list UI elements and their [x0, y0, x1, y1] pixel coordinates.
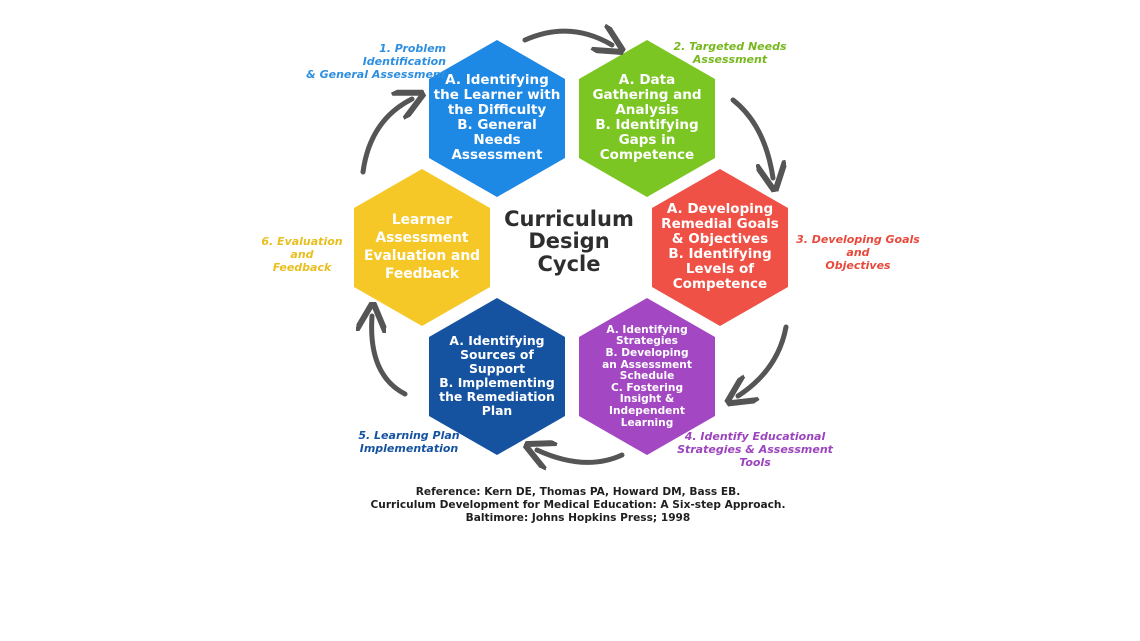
cycle-arrow-5-to-6: [372, 316, 408, 397]
hexagon-text-step-5: A. Identifying Sources of Support B. Imp…: [439, 333, 555, 418]
cycle-arrow-2-to-3: [730, 97, 773, 178]
hexagon-step-2: [579, 40, 715, 197]
step-label-6: 6. Evaluation and Feedback: [261, 235, 343, 275]
hexagon-text-step-1: A. Identifying the Learner with the Diff…: [433, 71, 561, 164]
hexagon-step-6: [354, 169, 490, 326]
hexagon-step-3: [652, 169, 788, 326]
step-label-1: 1. Problem Identification & General Asse…: [306, 42, 446, 82]
hexagon-step-4: [579, 298, 715, 455]
cycle-arrow-1-to-2: [522, 31, 612, 45]
step-label-3: 3. Developing Goals and Objectives: [796, 233, 920, 273]
hexagon-text-step-4: A. Identifying Strategies B. Developing …: [602, 323, 692, 429]
cycle-arrow-6-to-1: [360, 99, 412, 175]
cycle-arrow-4-to-5: [537, 450, 625, 462]
hexagon-step-1: [429, 40, 565, 197]
center-title: Curriculum Design Cycle: [504, 207, 634, 276]
hexagon-text-step-2: A. Data Gathering and Analysis B. Identi…: [592, 71, 702, 164]
step-label-5: 5. Learning Plan Implementation: [358, 429, 460, 456]
hexagon-text-step-6: Learner Assessment Evaluation and Feedba…: [363, 211, 481, 283]
hexagon-text-step-3: A. Developing Remedial Goals & Objective…: [661, 200, 779, 293]
cycle-arrow-3-to-4: [738, 324, 789, 396]
step-label-4: 4. Identify Educational Strategies & Ass…: [677, 430, 833, 470]
step-label-2: 2. Targeted Needs Assessment: [673, 40, 787, 67]
hexagon-step-5: [429, 298, 565, 455]
reference-citation: Reference: Kern DE, Thomas PA, Howard DM…: [370, 486, 786, 524]
